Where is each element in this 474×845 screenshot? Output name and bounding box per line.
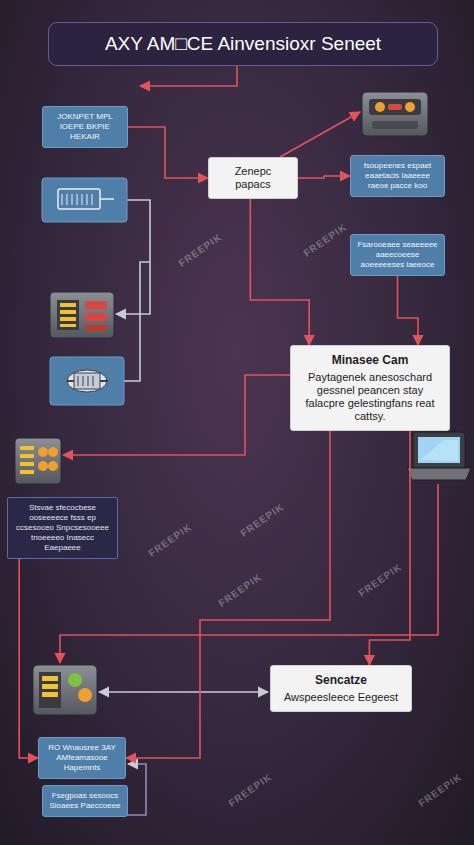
connector-arrow xyxy=(298,176,350,178)
box-text: Fsarooeaee seaeeeee aaeecoeese aoeeeeese… xyxy=(357,240,438,270)
info-box: Fsarooeaee seaeeeee aaeecoeese aoeeeeese… xyxy=(350,234,445,276)
device-icon xyxy=(15,438,61,484)
info-box: Fsegpoas sesoocs Sloaees Paeccoeee xyxy=(42,785,128,817)
connector-arrow xyxy=(128,127,208,178)
watermark: FREEPIK xyxy=(176,231,224,269)
box-text: Fsegpoas sesoocs Sloaees Paeccoeee xyxy=(49,791,121,811)
connector-arrow xyxy=(369,431,410,665)
title-box: AXY AM□CE Ainvensioxr Seneet xyxy=(48,22,438,66)
connector-arrow xyxy=(19,559,38,758)
laptop-icon xyxy=(407,432,471,480)
connector-arrow xyxy=(398,276,419,345)
process-box: Minasee CamPaytagenek anesoschard gessne… xyxy=(290,345,450,431)
watermark: FREEPIK xyxy=(226,771,274,809)
watermark: FREEPIK xyxy=(146,521,194,559)
box-text: Paytagenek anesoschard gessnel peancen s… xyxy=(299,371,441,423)
info-box: RO Wnausree 3AY AMfeamasooe Hapemnts xyxy=(38,737,126,779)
watermark: FREEPIK xyxy=(301,221,349,259)
device-icon xyxy=(50,292,114,338)
box-text: fsoupeenes espaet eaaetacis laaeeee raeo… xyxy=(357,161,438,191)
process-box: Zenepc papacs xyxy=(208,157,298,199)
box-text: Awspeesleece Eegeest xyxy=(279,691,403,704)
box-text: JOKNPET MPL xyxy=(49,112,121,122)
box-heading: Sencatze xyxy=(279,673,403,688)
box-heading: Minasee Cam xyxy=(299,353,441,368)
box-text: RO Wnausree 3AY AMfeamasooe Hapemnts xyxy=(45,743,119,773)
keyboard-icon xyxy=(42,178,127,222)
info-box: fsoupeenes espaet eaaetacis laaeeee raeo… xyxy=(350,155,445,197)
watermark: FREEPIK xyxy=(238,501,286,539)
info-box: JOKNPET MPLlOEPE BKPIE HEKAIR xyxy=(42,106,128,148)
connector-arrow xyxy=(250,199,309,345)
device-icon xyxy=(33,665,97,715)
process-box: SencatzeAwspeesleece Eegeest xyxy=(270,665,412,712)
device-icon xyxy=(362,92,428,136)
diagram-title: AXY AM□CE Ainvensioxr Seneet xyxy=(105,33,381,55)
box-text: lOEPE BKPIE HEKAIR xyxy=(49,122,121,142)
box-text: Zenepc papacs xyxy=(217,165,289,191)
storage-icon xyxy=(50,357,124,405)
watermark: FREEPIK xyxy=(356,561,404,599)
note-box: Stsvae sfecocbese ooseeeece fsss ep ccse… xyxy=(7,497,118,559)
watermark: FREEPIK xyxy=(416,771,464,809)
watermark: FREEPIK xyxy=(216,571,264,609)
box-text: Stsvae sfecocbese ooseeeece fsss ep ccse… xyxy=(13,503,112,553)
